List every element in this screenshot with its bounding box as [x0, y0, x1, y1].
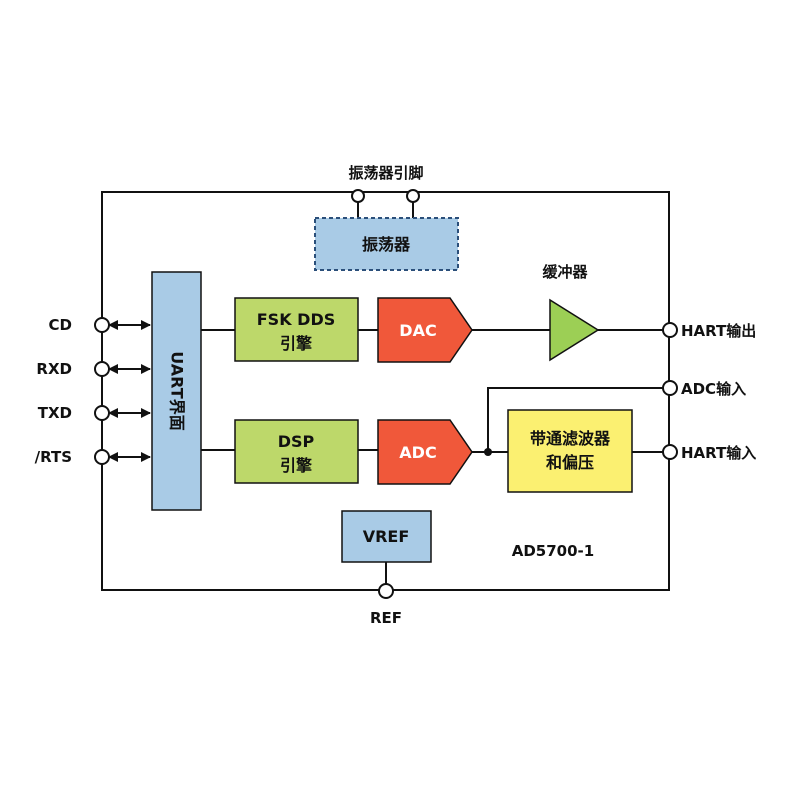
uart-block — [151, 271, 202, 511]
oscillator-block — [314, 217, 459, 271]
filter-label: 带通滤波器 — [530, 429, 611, 448]
hart-in-pin — [662, 444, 678, 460]
oscillator-pins-label: 振荡器引脚 — [348, 164, 423, 182]
adc-input-wire — [472, 387, 664, 453]
osc-pin-2 — [406, 189, 420, 203]
fsk-dds-label: FSK DDS — [257, 310, 336, 329]
pin-label-cd: CD — [49, 316, 72, 334]
vref-block — [341, 510, 432, 563]
ref-label: REF — [370, 609, 402, 627]
hart-in-label: HART输入 — [681, 444, 756, 462]
pin-label-rxd: RXD — [36, 360, 72, 378]
adc-label: ADC — [399, 443, 436, 462]
dac-label: DAC — [399, 321, 436, 340]
part-number: AD5700-1 — [512, 542, 594, 560]
junction-dot — [484, 448, 492, 456]
adc-block — [377, 419, 473, 485]
dsp-engine-block — [234, 419, 359, 484]
osc-pin-1 — [351, 189, 365, 203]
buffer-label: 缓冲器 — [542, 263, 588, 281]
hart-out-label: HART输出 — [681, 322, 756, 340]
pin-rts — [94, 449, 110, 465]
buffer-triangle — [549, 298, 600, 362]
adc-in-label: ADC输入 — [681, 380, 746, 398]
pin-cd — [94, 317, 110, 333]
oscillator-label: 振荡器 — [362, 235, 411, 254]
adc-in-pin — [662, 380, 678, 396]
ref-pin — [378, 583, 394, 599]
dsp-engine-label: 引擎 — [280, 456, 313, 475]
pin-txd — [94, 405, 110, 421]
pin-label-txd: TXD — [38, 404, 72, 422]
pin-rxd — [94, 361, 110, 377]
bandpass-filter-block — [507, 409, 633, 493]
dac-block — [377, 297, 473, 363]
pin-label-rts: /RTS — [35, 448, 72, 466]
fsk-engine-label: 引擎 — [280, 334, 313, 353]
uart-label: UART界面 — [168, 351, 187, 430]
bias-label: 和偏压 — [546, 453, 594, 472]
dsp-label: DSP — [278, 432, 315, 451]
hart-out-pin — [662, 322, 678, 338]
vref-label: VREF — [363, 527, 410, 546]
